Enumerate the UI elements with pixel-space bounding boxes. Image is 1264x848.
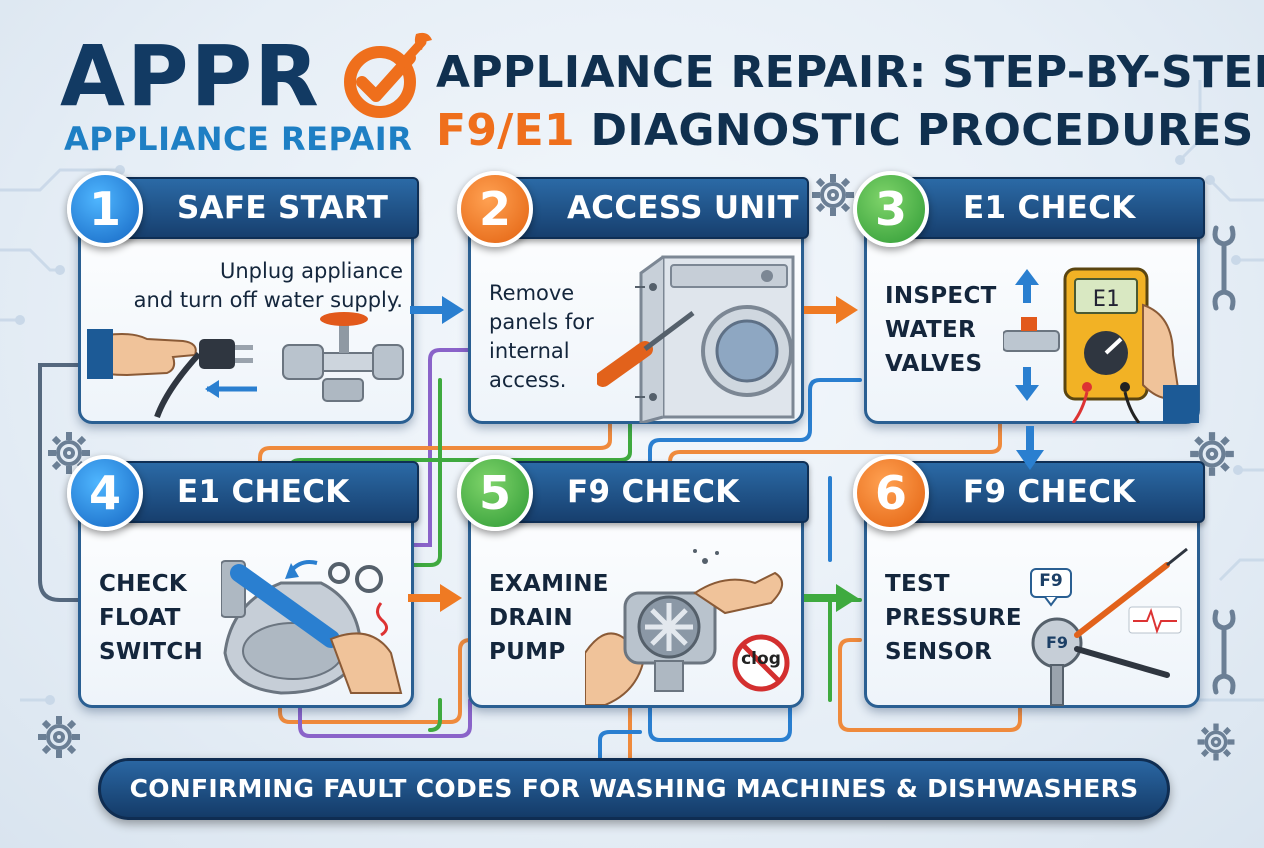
step-card-5: 5 F9 CHECK EXAMINE DRAIN PUMP clog <box>457 455 809 708</box>
arrow-right-icon <box>410 296 464 324</box>
step-heading: F9 CHECK <box>963 474 1136 510</box>
gear-icon <box>1190 432 1234 476</box>
washing-machine-screwdriver-icon <box>597 255 795 423</box>
drain-pump-icon <box>585 549 790 705</box>
arrow-down-icon <box>1016 426 1044 470</box>
step-heading: E1 CHECK <box>177 474 350 510</box>
multimeter-water-valve-icon <box>1003 267 1199 423</box>
float-switch-icon <box>221 560 403 695</box>
step-card-3: 3 E1 CHECK INSPECT WATER VALVES E1 <box>853 171 1205 424</box>
clog-sign-text: clog <box>741 649 781 669</box>
step-card-6: 6 F9 CHECK TEST PRESSURE SENSOR F9 F9 <box>853 455 1205 708</box>
step-number-badge: 2 <box>457 171 533 247</box>
step-header: ACCESS UNIT <box>507 177 809 239</box>
step-header: E1 CHECK <box>117 461 419 523</box>
step-instructions: CHECK FLOAT SWITCH <box>99 571 204 665</box>
step-number-badge: 6 <box>853 455 929 531</box>
step-heading: SAFE START <box>177 190 389 226</box>
step-instructions: EXAMINE DRAIN PUMP <box>489 571 609 665</box>
step-instructions: Unplug appliance and turn off water supp… <box>133 259 403 312</box>
step-instructions: Remove panels for internal access. <box>489 281 594 392</box>
step-card-4: 4 E1 CHECK CHECK FLOAT SWITCH <box>67 455 419 708</box>
checkmark-wrench-icon <box>344 32 432 118</box>
arrow-right-icon <box>804 584 858 612</box>
gear-icon <box>812 174 854 216</box>
wrench-icon <box>1212 225 1236 311</box>
step-number-badge: 4 <box>67 455 143 531</box>
gear-icon <box>1197 723 1235 761</box>
step-number-badge: 1 <box>67 171 143 247</box>
meter-display-code: E1 <box>1092 287 1120 312</box>
arrow-right-icon <box>408 584 462 612</box>
step-number-badge: 5 <box>457 455 533 531</box>
arrow-right-icon <box>804 296 858 324</box>
logo-wordmark: APPR <box>60 27 321 125</box>
title-line-2: F9/E1 DIAGNOSTIC PROCEDURES <box>436 102 1253 160</box>
hand-unplugging-plug-and-water-valve-icon <box>87 312 404 419</box>
title-line-2-rest: DIAGNOSTIC PROCEDURES <box>590 105 1254 156</box>
step-header: SAFE START <box>117 177 419 239</box>
pressure-sensor-probes-icon <box>1030 547 1188 706</box>
step-card-2: 2 ACCESS UNIT Remove panels for internal… <box>457 171 809 424</box>
company-logo: APPR APPLIANCE REPAIR <box>60 27 432 164</box>
wrench-icon <box>1212 609 1236 695</box>
step-heading: ACCESS UNIT <box>567 190 799 226</box>
title-fault-codes: F9/E1 <box>436 105 575 156</box>
step-heading: E1 CHECK <box>963 190 1136 226</box>
gear-icon <box>48 432 90 474</box>
footer-banner: CONFIRMING FAULT CODES FOR WASHING MACHI… <box>98 758 1170 820</box>
step-header: E1 CHECK <box>903 177 1205 239</box>
step-instructions: TEST PRESSURE SENSOR <box>885 571 1022 665</box>
page-title: APPLIANCE REPAIR: STEP-BY-STEP F9/E1 DIA… <box>436 44 1264 160</box>
step-instructions: INSPECT WATER VALVES <box>885 283 997 377</box>
logo-subtitle: APPLIANCE REPAIR <box>64 120 413 158</box>
fault-tag-text: F9 <box>1039 571 1063 591</box>
step-header: F9 CHECK <box>903 461 1205 523</box>
sensor-code-text: F9 <box>1045 633 1069 652</box>
step-number-badge: 3 <box>853 171 929 247</box>
gear-icon <box>38 716 80 758</box>
step-header: F9 CHECK <box>507 461 809 523</box>
title-line-1: APPLIANCE REPAIR: STEP-BY-STEP <box>436 47 1264 98</box>
step-card-1: 1 SAFE START Unplug appliance and turn o… <box>67 171 419 424</box>
step-heading: F9 CHECK <box>567 474 740 510</box>
